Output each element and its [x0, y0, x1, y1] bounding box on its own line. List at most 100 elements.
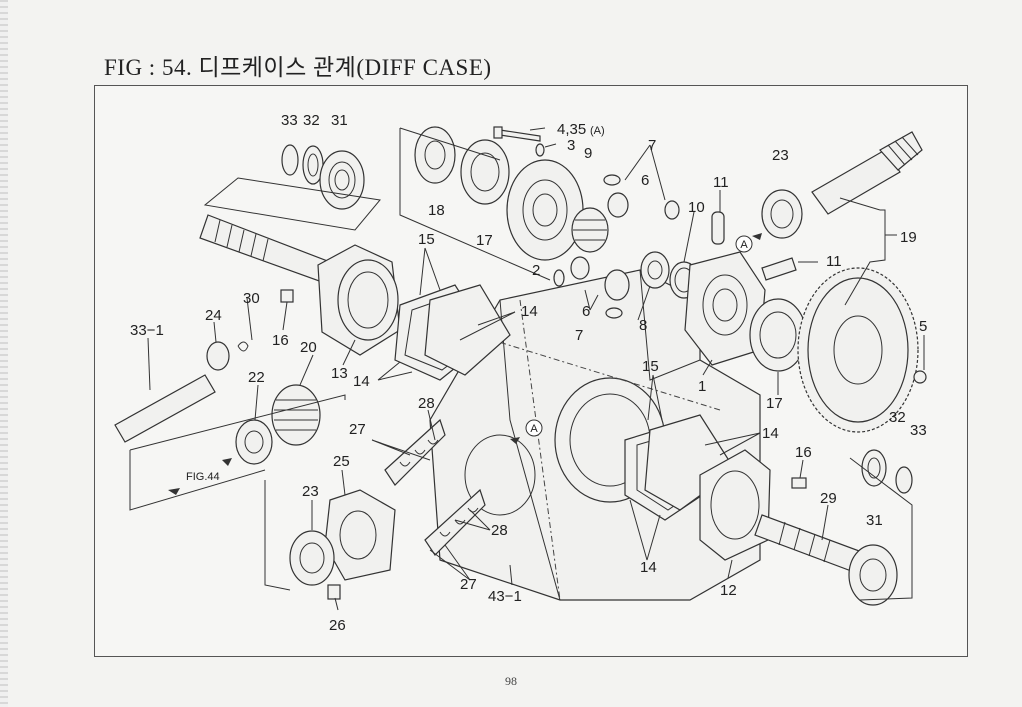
- part-bearing-18: [414, 126, 456, 184]
- part-nut-5: [913, 370, 927, 384]
- part-pinion-shaft-19: [811, 131, 923, 215]
- callout-25: 25: [333, 453, 350, 470]
- part-bearing-31b: [848, 544, 898, 606]
- callout-27b: 27: [460, 576, 477, 593]
- arrow-fig44: [168, 458, 232, 495]
- part-pin-11b: [761, 257, 797, 281]
- part-washer-7b: [553, 269, 623, 319]
- callout-14b: 14: [353, 373, 370, 390]
- part-clip-24: [237, 341, 249, 352]
- page-number: 98: [505, 674, 517, 688]
- callout-11a: 11: [713, 174, 729, 191]
- callout-7b: 7: [575, 327, 583, 344]
- part-cover-2: [506, 159, 584, 261]
- part-bearing-17a: [460, 139, 510, 205]
- callout-30: 30: [243, 290, 260, 307]
- callout-2: 2: [532, 262, 540, 279]
- circle-a-label-2: A: [530, 423, 538, 435]
- part-bearing-22: [235, 419, 273, 465]
- circle-a-icon-2: [525, 419, 543, 437]
- part-snap-ring-33b: [895, 466, 913, 494]
- callout-31b: 31: [866, 512, 883, 529]
- callout-19: 19: [900, 229, 917, 246]
- part-washer-3: [535, 143, 545, 157]
- callout-14a: 14: [521, 303, 538, 320]
- callout-28a: 28: [418, 395, 435, 412]
- callout-22: 22: [248, 369, 265, 386]
- callout-24: 24: [205, 307, 222, 324]
- circle-a-label-1: A: [740, 239, 748, 251]
- callout-14d: 14: [640, 559, 657, 576]
- callout-7a: 7: [648, 137, 656, 154]
- callout-fig44: FIG.44: [186, 471, 220, 483]
- callout-4-35-a: (A): [590, 125, 605, 137]
- part-side-gear-8: [640, 251, 670, 289]
- part-callout-labels: 33 32 31 4,35 (A) 3 9 7 6 11 10 23 18 17…: [130, 112, 927, 634]
- callout-26: 26: [329, 617, 346, 634]
- callout-18: 18: [428, 202, 445, 219]
- callout-9: 9: [584, 145, 592, 162]
- part-shaft-30: [199, 214, 331, 283]
- circle-a-icon-1: [735, 235, 753, 253]
- callout-10: 10: [688, 199, 705, 216]
- callout-20: 20: [300, 339, 317, 356]
- leader-lines: [147, 127, 925, 611]
- part-bearing-23a: [761, 189, 803, 239]
- part-ring-gear: [797, 267, 919, 433]
- part-needle-bearing-24: [206, 341, 230, 371]
- part-bolt-16a: [280, 289, 294, 303]
- callout-6b: 6: [582, 303, 590, 320]
- callout-13: 13: [331, 365, 348, 382]
- part-bearing-31a: [319, 150, 365, 210]
- callout-33b: 33: [910, 422, 927, 439]
- part-washer-7a: [603, 174, 680, 220]
- callout-17b: 17: [766, 395, 783, 412]
- part-bolt-4: [493, 126, 541, 142]
- figure-title: FIG : 54. 디프케이스 관계(DIFF CASE): [104, 55, 492, 80]
- part-gaskets-left: [394, 284, 511, 381]
- part-shift-fork-27b: [424, 488, 486, 556]
- callout-33-1: 33−1: [130, 322, 164, 339]
- callout-11b: 11: [826, 253, 842, 270]
- callout-16b: 16: [795, 444, 812, 461]
- callout-1: 1: [698, 378, 706, 395]
- part-bolt-16b: [791, 477, 807, 489]
- callout-6a: 6: [641, 172, 649, 189]
- part-washer-32b: [861, 449, 887, 487]
- part-shift-fork-27a: [384, 418, 446, 486]
- callout-32b: 32: [889, 409, 906, 426]
- callout-5: 5: [919, 318, 927, 335]
- callout-3: 3: [567, 137, 575, 154]
- callout-27a: 27: [349, 421, 366, 438]
- callout-32a: 32: [303, 112, 320, 129]
- arrow-icon-a1: [752, 233, 762, 240]
- part-shaft-33-1: [114, 374, 216, 443]
- callout-28b: 28: [491, 522, 508, 539]
- callout-29: 29: [820, 490, 837, 507]
- part-bolt-26: [327, 584, 341, 600]
- callout-23b: 23: [302, 483, 319, 500]
- part-bearing-23b: [289, 530, 335, 586]
- page-binding-edge: [0, 0, 8, 707]
- part-gear-20: [271, 384, 321, 446]
- callout-15b: 15: [642, 358, 659, 375]
- part-pinion-6a: [607, 192, 629, 218]
- part-snap-ring-33: [281, 144, 299, 176]
- callout-14c: 14: [762, 425, 779, 442]
- callout-31a: 31: [331, 112, 348, 129]
- part-bracket-25: [324, 489, 396, 581]
- callout-23a: 23: [772, 147, 789, 164]
- callout-43-1: 43−1: [488, 588, 522, 605]
- callout-17a: 17: [476, 232, 493, 249]
- part-bearing-17b: [749, 298, 807, 372]
- arrow-icon-a2: [510, 437, 520, 444]
- part-housing-13: [317, 244, 401, 356]
- callout-4-35: 4,35: [557, 121, 586, 138]
- callout-15a: 15: [418, 231, 435, 248]
- part-pinion-6b: [570, 256, 630, 301]
- callout-8: 8: [639, 317, 647, 334]
- callout-33a: 33: [281, 112, 298, 129]
- callout-12: 12: [720, 582, 737, 599]
- part-pin-11a: [711, 211, 725, 245]
